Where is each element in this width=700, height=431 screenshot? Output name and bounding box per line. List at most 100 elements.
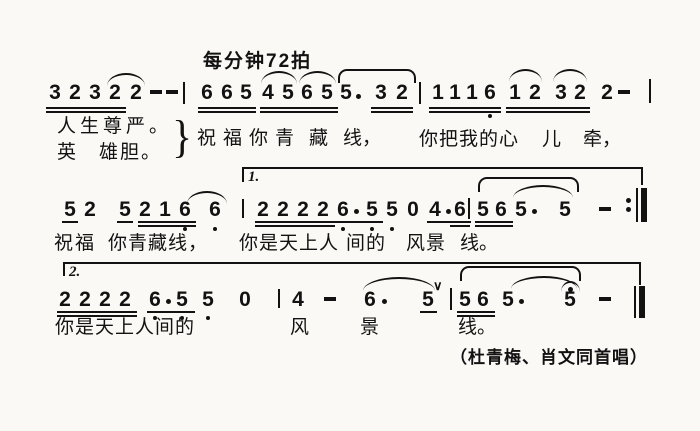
note-digit: 2	[529, 81, 541, 104]
note-digit: 5	[176, 288, 188, 311]
note-digit: 3	[375, 81, 387, 104]
note-digit: 1	[509, 81, 521, 104]
rhythm-dot	[625, 206, 631, 212]
lyric-run: 祝福你青	[197, 128, 302, 149]
barline	[242, 199, 244, 218]
sustain-dash	[618, 90, 630, 94]
beam-line	[427, 221, 471, 223]
lyric-run: 风景	[406, 233, 447, 254]
rhythm-dot	[567, 286, 573, 292]
note-digit: 2	[109, 81, 121, 104]
rhythm-dot	[390, 227, 394, 231]
beam-line	[457, 311, 495, 313]
brace-mark: }	[172, 111, 192, 162]
credit-line: （杜青梅、肖文同首唱）	[450, 348, 648, 367]
note-digit: 2	[99, 288, 111, 311]
note-digit: 5	[340, 81, 352, 104]
note-digit: 5	[477, 198, 489, 221]
lyric-run: 线。	[460, 233, 499, 254]
lyric-run: 线。	[458, 317, 497, 338]
note-digit: 2	[396, 81, 408, 104]
lyric-run: 你把我的心	[419, 129, 520, 150]
note-digit: 2	[257, 198, 269, 221]
breath-mark: ∨	[433, 278, 443, 293]
lyric-run: 英	[57, 142, 77, 163]
note-digit: 5	[240, 81, 252, 104]
rhythm-dot	[518, 298, 524, 304]
beam-line	[475, 225, 513, 227]
barline	[278, 289, 280, 308]
beam-line	[457, 315, 495, 317]
note-digit: 2	[574, 81, 586, 104]
note-digit: 0	[407, 198, 419, 221]
beam-line	[138, 221, 196, 223]
note-digit: 6	[209, 198, 221, 221]
barline	[450, 288, 452, 310]
lyric-run: 雄胆。	[99, 142, 163, 163]
note-digit: 5	[559, 198, 571, 221]
note-digit: 5	[422, 288, 434, 311]
note-digit: 2	[277, 198, 289, 221]
note-digit: 5	[366, 198, 378, 221]
rhythm-dot	[445, 208, 451, 214]
note-digit: 2	[69, 81, 81, 104]
beam-line	[46, 111, 126, 113]
slur	[107, 73, 145, 86]
note-digit: 3	[89, 81, 101, 104]
beam-line	[198, 111, 256, 113]
volta-bracket-line	[63, 262, 641, 264]
slur	[363, 277, 435, 291]
note-digit: 5	[386, 198, 398, 221]
beam-line	[57, 311, 137, 313]
note-digit: 2	[297, 198, 309, 221]
lyric-run: 牵，	[583, 129, 622, 150]
sustain-dash	[599, 207, 611, 211]
beam-line	[335, 221, 383, 223]
note-digit: 5	[282, 81, 294, 104]
rhythm-dot	[206, 316, 210, 320]
note-digit: 4	[292, 288, 304, 311]
beam-line	[429, 111, 501, 113]
note-digit: 0	[239, 288, 251, 311]
sustain-dash	[150, 90, 162, 94]
lyric-run: 祝福	[54, 233, 97, 254]
volta-bracket-line	[63, 262, 65, 276]
rhythm-dot	[180, 316, 184, 320]
lyric-run: 间的	[346, 233, 387, 254]
barline	[636, 188, 638, 222]
note-digit: 2	[130, 81, 142, 104]
note-digit: 1	[449, 81, 461, 104]
barline	[183, 82, 185, 104]
rhythm-dot	[153, 316, 157, 320]
beam-line	[371, 107, 413, 109]
rhythm-dot	[531, 208, 537, 214]
note-digit: 2	[119, 288, 131, 311]
barline	[639, 286, 645, 318]
barline	[649, 79, 651, 103]
note-digit: 6	[454, 198, 466, 221]
sustain-dash	[324, 297, 336, 301]
beam-line	[506, 107, 590, 109]
slur	[261, 71, 297, 84]
lyric-run: 景	[360, 317, 380, 338]
beam-line	[57, 315, 137, 317]
note-digit: 6	[301, 81, 313, 104]
lyric-run: 你是天上人间的	[55, 317, 196, 338]
note-digit: 2	[601, 81, 613, 104]
note-digit: 5	[459, 288, 471, 311]
tempo-marking: 每分钟72拍	[203, 51, 313, 72]
slur	[511, 276, 577, 289]
note-digit: 5	[502, 288, 514, 311]
volta-label: 1.	[248, 169, 260, 185]
note-digit: 2	[317, 198, 329, 221]
slur	[513, 185, 573, 198]
beam-line	[46, 107, 126, 109]
note-digit: 6	[179, 198, 191, 221]
slur	[460, 266, 581, 281]
slur	[187, 191, 227, 204]
slur	[299, 71, 336, 84]
note-digit: 3	[49, 81, 61, 104]
slur	[478, 177, 579, 192]
note-digit: 5	[321, 81, 333, 104]
